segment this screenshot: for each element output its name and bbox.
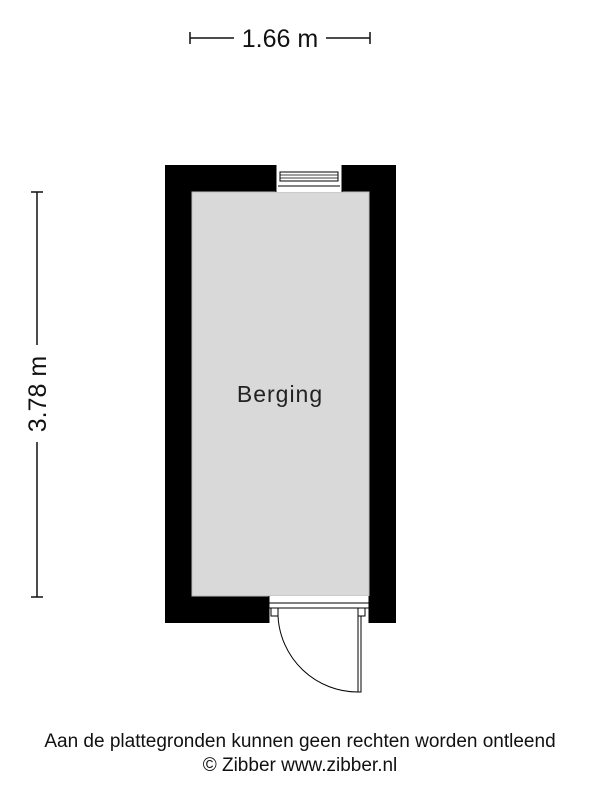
window-top [275,165,343,192]
footer-copyright: © Zibber www.zibber.nl [202,755,398,776]
door-opening [269,596,369,623]
window-glass [279,171,339,182]
door-swing-arc [277,615,359,693]
door-jamb-left [270,607,279,617]
room-floor-berging [191,191,370,597]
door-jamb-right [357,607,366,617]
width-dimension: 1.66 m [189,25,371,53]
footer-disclaimer: Aan de plattegronden kunnen geen rechten… [44,731,556,752]
door-bottom [268,596,370,693]
height-dimension-label: 3.78 m [24,356,52,432]
door-leaf [357,615,362,693]
room-label-berging: Berging [237,381,323,407]
width-dimension-label: 1.66 m [242,25,318,53]
height-dimension: 3.78 m [24,191,52,598]
